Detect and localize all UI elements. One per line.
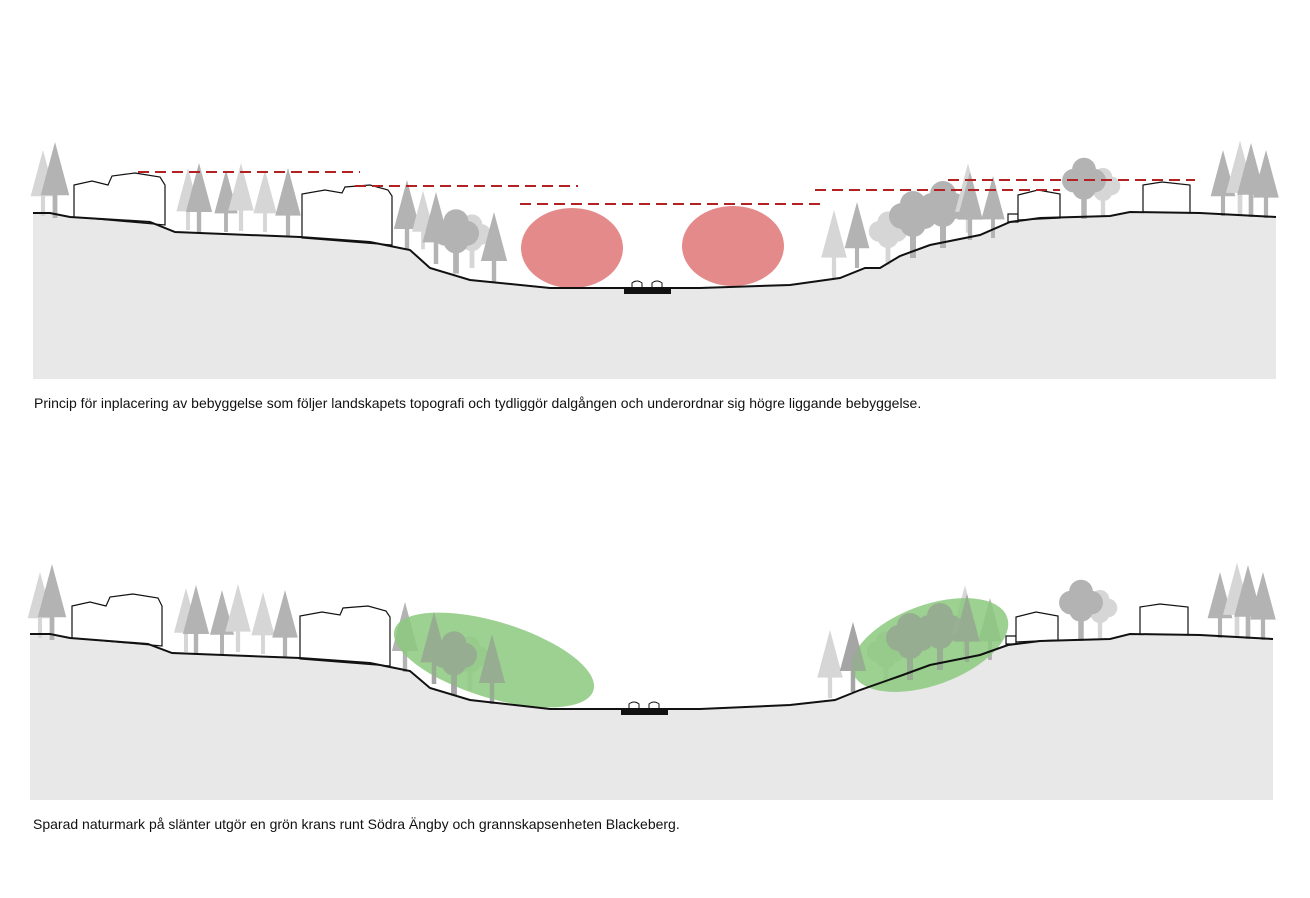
building-bottom-4 [1015, 611, 1059, 643]
buildings-bottom-left [71, 593, 391, 667]
building-bottom-3 [1005, 635, 1017, 645]
ground-bottom [30, 634, 1273, 800]
ground-line-bottom [30, 632, 1274, 710]
buildings-top-right [1007, 181, 1191, 223]
building-zone-top-right [682, 206, 784, 286]
road-bottom [621, 709, 668, 715]
building-top-2 [301, 184, 393, 246]
building-zone-top-left [521, 208, 623, 288]
height-limit-lines-top [138, 171, 1195, 205]
section-bottom [27, 562, 1276, 800]
building-bottom-1 [71, 593, 163, 647]
ground-top [33, 212, 1276, 379]
buildings-bottom-right [1005, 603, 1189, 645]
building-bottom-5 [1139, 603, 1189, 636]
building-bottom-2 [299, 605, 391, 667]
building-top-1 [73, 172, 166, 226]
buildings-top-left [73, 172, 393, 246]
building-top-4 [1017, 189, 1061, 221]
road-top [624, 288, 671, 294]
section-top [30, 140, 1279, 379]
cars-bottom [628, 701, 660, 710]
ground-line-top [33, 210, 1277, 289]
caption-bottom: Sparad naturmark på slänter utgör en grö… [33, 816, 680, 832]
cars-top [631, 280, 663, 289]
caption-top: Princip för inplacering av bebyggelse so… [34, 395, 922, 411]
building-top-5 [1142, 181, 1191, 214]
